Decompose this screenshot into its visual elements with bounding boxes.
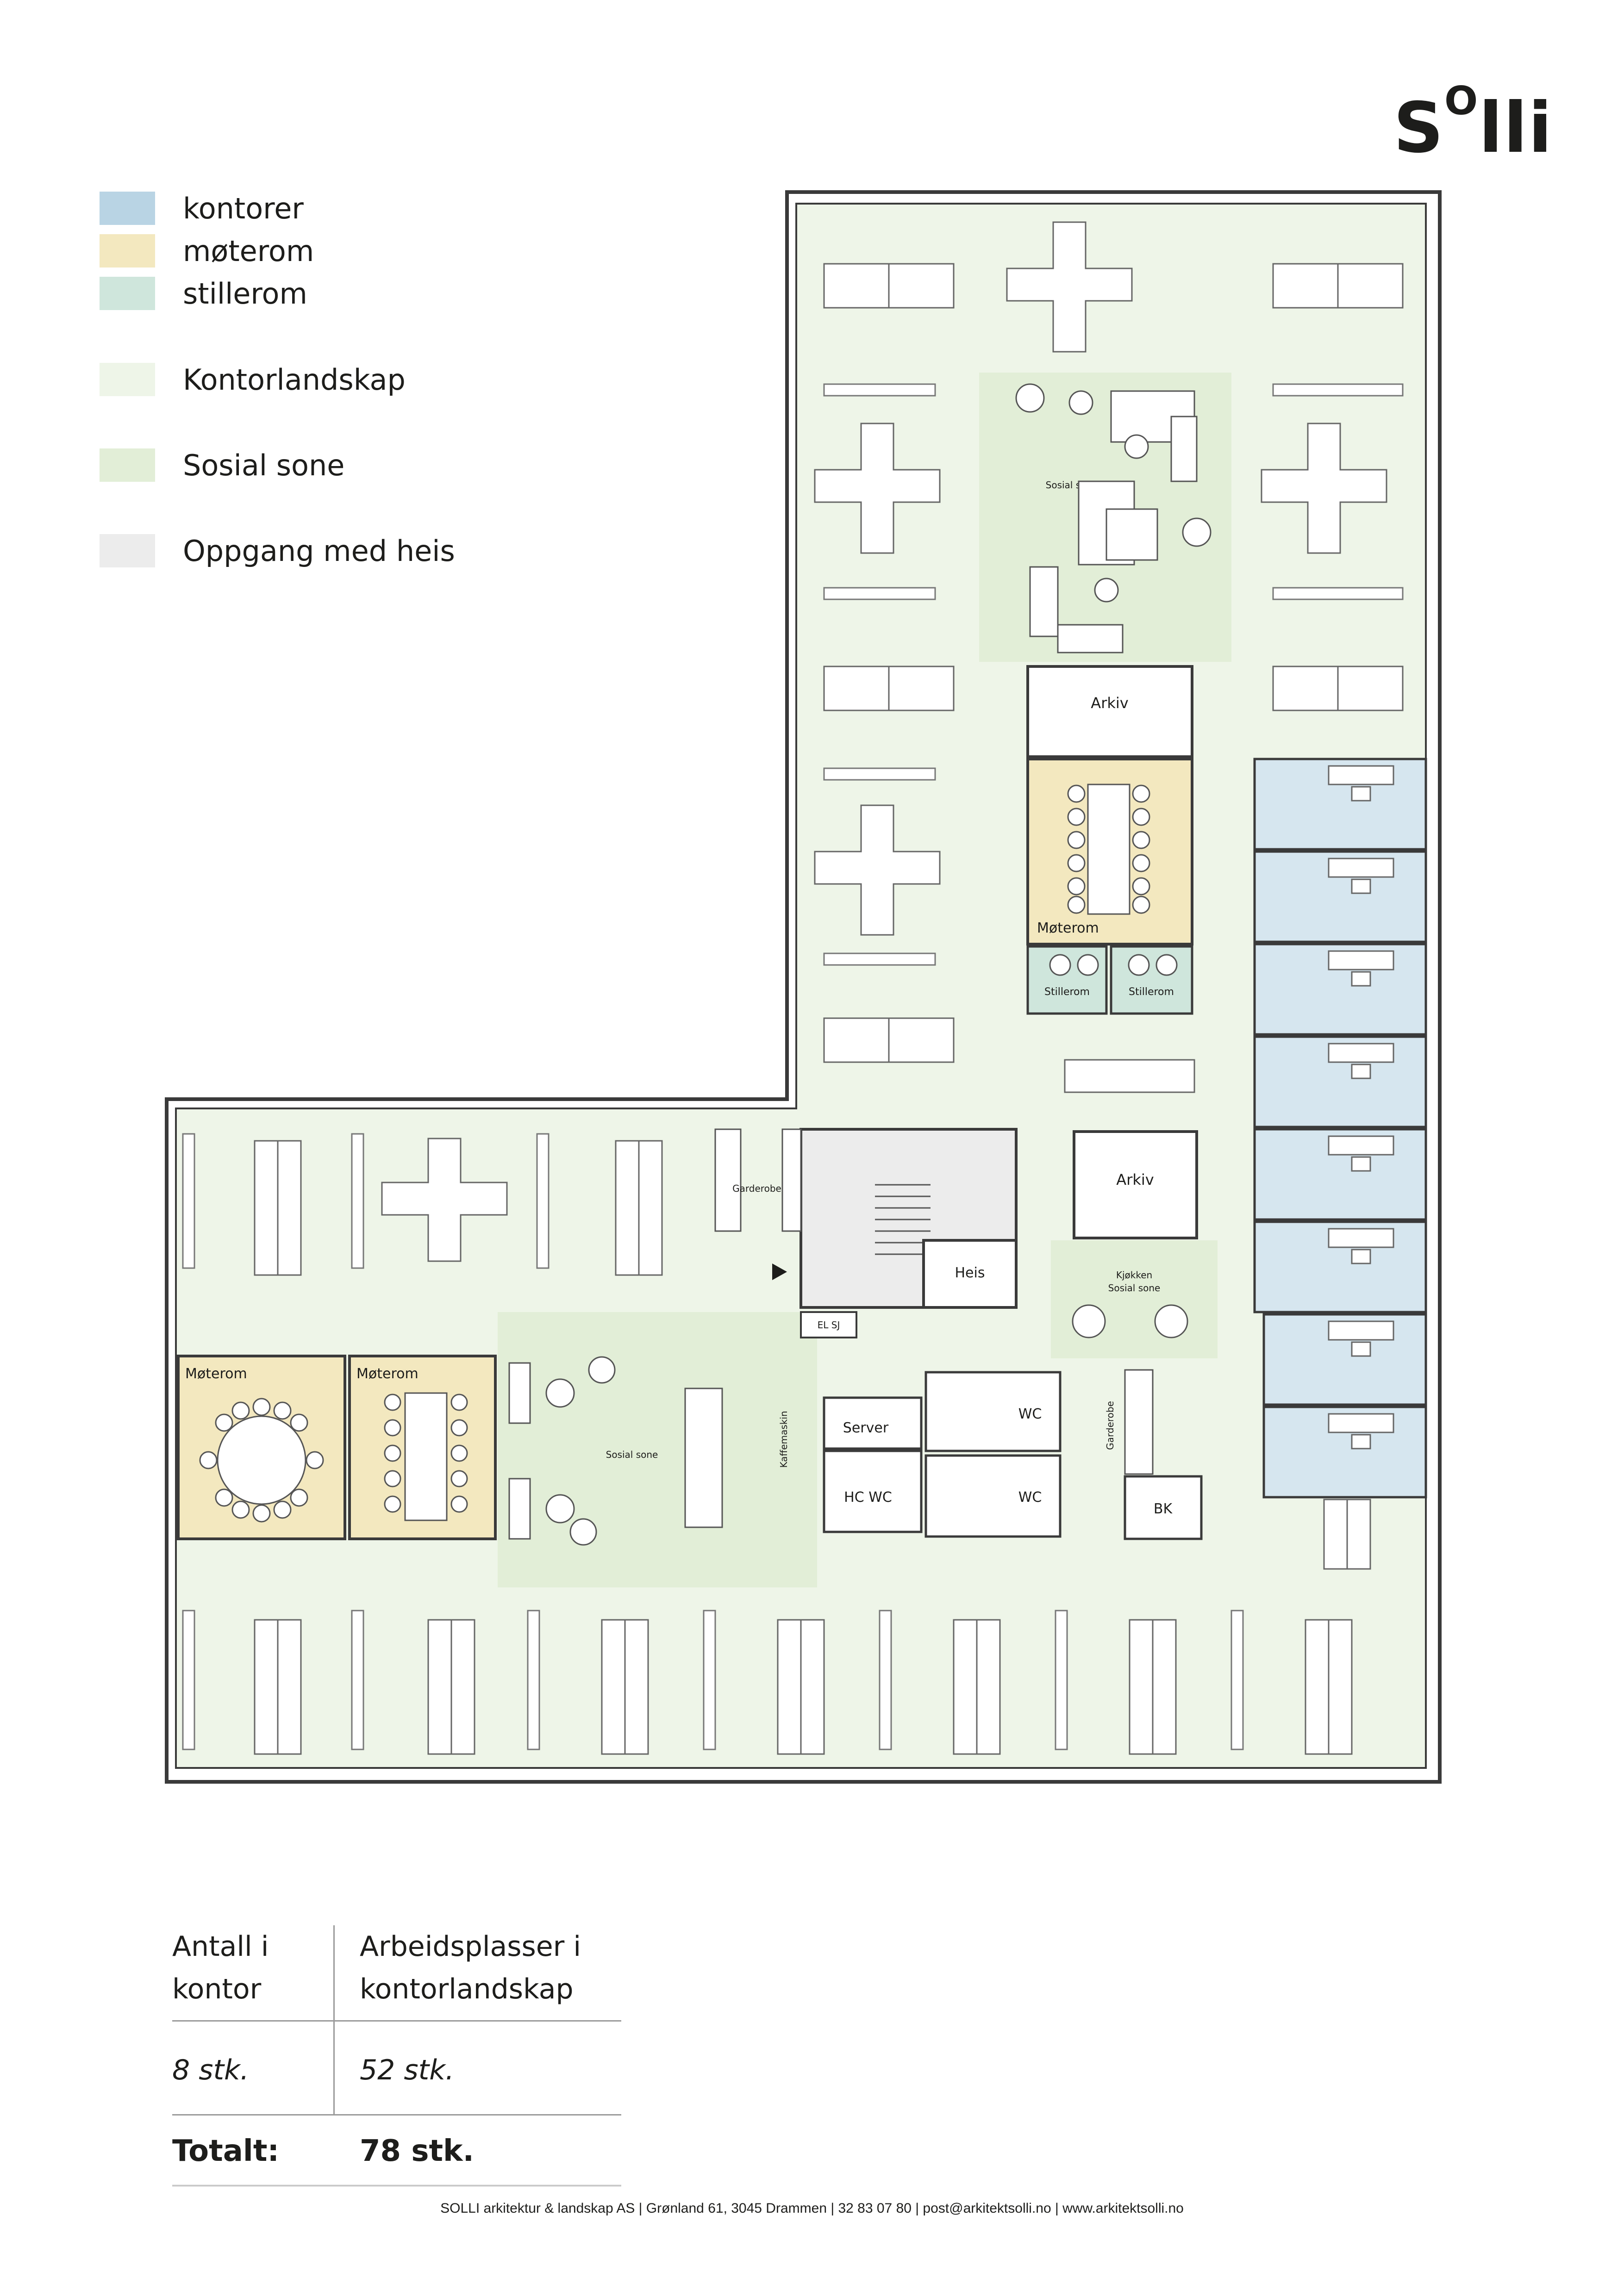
legend-item-sosial-sone: Sosial sone bbox=[100, 447, 344, 484]
conference-table bbox=[1087, 784, 1131, 915]
legend-label: Kontorlandskap bbox=[183, 362, 406, 397]
entrance-arrow-icon bbox=[772, 1263, 787, 1280]
bk-room bbox=[1124, 1475, 1203, 1540]
garderobe-1-label: Garderobe bbox=[732, 1183, 781, 1194]
moterom-left-1-label: Møterom bbox=[185, 1366, 247, 1382]
arkiv-mid-label: Arkiv bbox=[1116, 1171, 1154, 1188]
legend-item-oppgang-med-heis: Oppgang med heis bbox=[100, 532, 455, 569]
logo-part-end: lli bbox=[1479, 88, 1553, 168]
arkiv-mid-room bbox=[1073, 1130, 1198, 1239]
garderobe-2 bbox=[1124, 1369, 1154, 1475]
summary-divider bbox=[333, 1925, 335, 2020]
bottom-desk-rows bbox=[254, 1499, 1371, 1755]
summary-table: Antall i kontor Arbeidsplasser i kontorl… bbox=[172, 1925, 621, 2186]
kontor-2 bbox=[1253, 850, 1427, 943]
legend-label: Oppgang med heis bbox=[183, 534, 455, 568]
kaffemaskin-label: Kaffemaskin bbox=[778, 1411, 789, 1468]
kjokken-table bbox=[1154, 1304, 1188, 1338]
footer-contact: SOLLI arkitektur & landskap AS | Grønlan… bbox=[440, 2201, 1184, 2216]
legend-swatch bbox=[100, 234, 155, 268]
legend-item-stillerom: stillerom bbox=[100, 275, 307, 312]
stillerom-chair bbox=[1049, 954, 1071, 976]
conference-chairs-left bbox=[384, 1394, 468, 1513]
stillerom-chair bbox=[1128, 954, 1150, 976]
garderobe-1b bbox=[781, 1128, 802, 1232]
hc-wc-room bbox=[823, 1450, 923, 1533]
summary-col1-header-line1: Antall i bbox=[172, 1930, 269, 1963]
sosial-sone-bottom-label: Sosial sone bbox=[606, 1449, 658, 1460]
outer-wall bbox=[165, 190, 1442, 1784]
summary-col1-value: 8 stk. bbox=[172, 2054, 249, 2086]
stillerom-chair bbox=[1156, 954, 1178, 976]
legend-item-moterom: møterom bbox=[100, 232, 314, 269]
sosial-sone-bottom bbox=[498, 1312, 817, 1587]
legend-swatch bbox=[100, 192, 155, 225]
legend-swatch bbox=[100, 363, 155, 396]
wc-2-label: WC bbox=[1018, 1489, 1042, 1506]
summary-divider bbox=[333, 2022, 335, 2114]
kjokken-label: Kjøkken bbox=[1116, 1269, 1152, 1281]
logo-part-sup: O bbox=[1444, 78, 1479, 124]
el-sj-label: EL SJ bbox=[818, 1319, 840, 1331]
stillerom-2-room bbox=[1110, 945, 1193, 1015]
legend-swatch bbox=[100, 448, 155, 482]
legend-swatch bbox=[100, 277, 155, 310]
legend-label: Sosial sone bbox=[183, 448, 345, 482]
moterom-left-2-label: Møterom bbox=[356, 1366, 418, 1382]
el-sj-room bbox=[800, 1311, 857, 1338]
stillerom-chair bbox=[1077, 954, 1099, 976]
arkiv-top-label: Arkiv bbox=[1091, 694, 1128, 712]
round-meeting-table bbox=[217, 1415, 306, 1505]
round-table-chairs bbox=[199, 1398, 324, 1523]
wc-2-room bbox=[924, 1454, 1062, 1538]
garderobe-1 bbox=[714, 1128, 742, 1232]
summary-col2-header-line1: Arbeidsplasser i bbox=[360, 1930, 581, 1963]
stillerom-1-label: Stillerom bbox=[1044, 986, 1090, 998]
summary-total-row: Totalt: 78 stk. bbox=[172, 2116, 621, 2186]
legend-swatch bbox=[100, 534, 155, 567]
summary-col1-header-line2: kontor bbox=[172, 1973, 262, 2005]
heis-room bbox=[922, 1239, 1018, 1309]
logo-part-main: S bbox=[1393, 88, 1445, 168]
wc-1-room bbox=[924, 1371, 1062, 1452]
server-room bbox=[823, 1396, 923, 1450]
server-label: Server bbox=[843, 1420, 889, 1436]
kontor-desks bbox=[1328, 765, 1394, 1450]
kjokken-table bbox=[1072, 1304, 1106, 1338]
kjokken-sosial-zone bbox=[1051, 1240, 1218, 1358]
summary-value-row: 8 stk. 52 stk. bbox=[172, 2022, 621, 2116]
legend-label: kontorer bbox=[183, 191, 304, 225]
summary-col2-value: 52 stk. bbox=[360, 2054, 455, 2086]
storage-shelves bbox=[182, 383, 1404, 1750]
stillerom-2-label: Stillerom bbox=[1129, 986, 1174, 998]
kjokken-sosial-label: Sosial sone bbox=[1108, 1282, 1161, 1294]
garderobe-2-label: Garderobe bbox=[1105, 1401, 1116, 1450]
kontorer-column bbox=[1253, 758, 1427, 1499]
arkiv-top-room bbox=[1026, 665, 1193, 758]
legend-label: stillerom bbox=[183, 276, 307, 311]
hc-wc-label: HC WC bbox=[844, 1489, 892, 1506]
inner-wall-line bbox=[175, 203, 1427, 1769]
conference-chairs bbox=[1067, 784, 1150, 914]
staircase bbox=[875, 1184, 931, 1255]
summary-header-row: Antall i kontor Arbeidsplasser i kontorl… bbox=[172, 1925, 621, 2022]
bk-label: BK bbox=[1154, 1501, 1173, 1517]
heis-label: Heis bbox=[955, 1265, 985, 1281]
summary-col1-header: Antall i kontor bbox=[172, 1925, 330, 2010]
conference-table-left bbox=[404, 1392, 448, 1521]
solli-logo: SOlli bbox=[1393, 78, 1553, 168]
floor-plan: Arkiv Møterom Stillerom Stillerom Arkiv bbox=[165, 190, 1442, 1784]
moterom-right-label: Møterom bbox=[1037, 920, 1099, 936]
legend-item-kontorlandskap: Kontorlandskap bbox=[100, 361, 406, 398]
wc-1-label: WC bbox=[1018, 1406, 1042, 1422]
summary-total-label: Totalt: bbox=[172, 2134, 280, 2168]
summary-col2-header: Arbeidsplasser i kontorlandskap bbox=[360, 1925, 637, 2010]
sosial-sone-furniture bbox=[508, 383, 1212, 1546]
summary-col2-header-line2: kontorlandskap bbox=[360, 1973, 574, 2005]
summary-total-value: 78 stk. bbox=[360, 2134, 474, 2168]
legend-item-kontorer: kontorer bbox=[100, 190, 304, 227]
cross-workstations bbox=[381, 221, 1387, 1262]
workstation-desks bbox=[254, 263, 1404, 1276]
legend-label: møterom bbox=[183, 234, 314, 268]
